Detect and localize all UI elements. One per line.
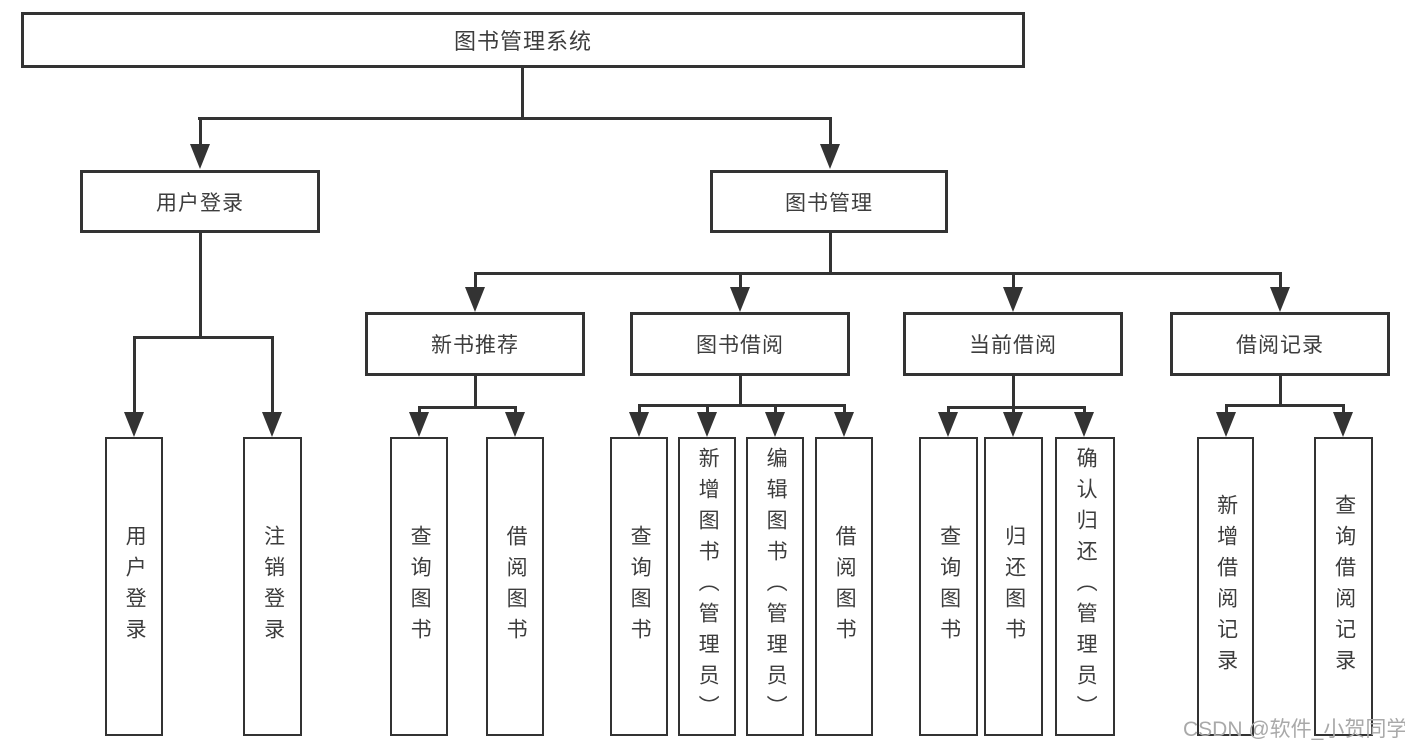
node-label: 图书借阅 [696,334,784,357]
node-book-management: 图书管理 [710,170,948,233]
arrowhead-down [505,412,525,437]
connector-line [133,336,274,339]
node-label: 图书管理 [785,191,873,215]
connector-line [739,376,742,407]
arrowhead-down [1270,287,1290,312]
leaf-borrow-edit-book-admin: 编辑图书（管理员） [746,437,804,736]
node-label: 借阅图书 [504,524,528,649]
connector-line [418,406,517,409]
arrowhead-down [190,144,210,169]
node-label: 查询借阅记录 [1332,493,1356,680]
connector-line [1279,376,1282,407]
connector-line [947,406,1085,409]
node-label: 查询图书 [937,524,961,649]
node-label: 借阅图书 [833,524,857,649]
csdn-watermark: CSDN @软件_小贺同学 [1183,718,1405,741]
arrowhead-down [730,287,750,312]
arrowhead-down [1216,412,1236,437]
connector-line [271,336,274,414]
node-label: 确认归还（管理员） [1074,447,1098,726]
arrowhead-down [938,412,958,437]
connector-line [1012,376,1015,409]
node-current-borrowing: 当前借阅 [903,312,1123,376]
connector-line [829,117,832,146]
node-label: 用户登录 [123,524,147,649]
connector-line [1012,272,1015,290]
node-label: 归还图书 [1002,524,1026,649]
connector-line [1342,404,1345,416]
connector-line [133,336,136,414]
connector-line [198,117,832,120]
node-library-management-system: 图书管理系统 [21,12,1025,68]
arrowhead-down [834,412,854,437]
leaf-borrow-borrow-book: 借阅图书 [815,437,873,736]
leaf-user-login: 用户登录 [105,437,163,736]
arrowhead-down [765,412,785,437]
connector-line [1225,404,1228,416]
arrowhead-down [1003,287,1023,312]
connector-line [1279,272,1282,290]
leaf-records-query-record: 查询借阅记录 [1314,437,1373,736]
connector-line [474,272,477,290]
node-label: 编辑图书（管理员） [764,447,788,726]
leaf-logout: 注销登录 [243,437,302,736]
connector-line [829,233,832,275]
connector-line [521,68,524,120]
leaf-borrow-query-book: 查询图书 [610,437,668,736]
arrowhead-down [697,412,717,437]
leaf-current-query-book: 查询图书 [919,437,978,736]
arrowhead-down [820,144,840,169]
connector-line [706,404,709,416]
arrowhead-down [262,412,282,437]
node-label: 当前借阅 [969,334,1057,357]
connector-line [843,404,846,416]
arrowhead-down [409,412,429,437]
arrowhead-down [1333,412,1353,437]
node-new-book-recommend: 新书推荐 [365,312,585,376]
leaf-records-add-record: 新增借阅记录 [1197,437,1254,736]
connector-line [774,404,777,416]
arrowhead-down [465,287,485,312]
connector-line [1083,406,1086,416]
connector-line [418,406,421,416]
node-book-borrowing: 图书借阅 [630,312,850,376]
connector-line [638,404,845,407]
connector-line [1225,404,1345,407]
connector-line [514,406,517,416]
node-label: 查询图书 [628,524,652,649]
leaf-current-return-book: 归还图书 [984,437,1043,736]
leaf-current-confirm-return-admin: 确认归还（管理员） [1055,437,1115,736]
arrowhead-down [629,412,649,437]
connector-line [638,404,641,416]
connector-line [1012,406,1015,416]
node-label: 借阅记录 [1236,334,1324,357]
node-label: 图书管理系统 [453,29,592,54]
arrowhead-down [1074,412,1094,437]
arrowhead-down [1003,412,1023,437]
node-label: 新增图书（管理员） [696,447,720,726]
node-label: 注销登录 [261,524,285,649]
connector-line [199,233,202,339]
connector-line [947,406,950,416]
node-user-login: 用户登录 [80,170,320,233]
node-label: 查询图书 [408,524,432,649]
leaf-borrow-add-book-admin: 新增图书（管理员） [678,437,736,736]
arrowhead-down [124,412,144,437]
node-label: 新书推荐 [431,334,519,357]
connector-line [474,376,477,409]
node-borrowing-records: 借阅记录 [1170,312,1390,376]
connector-line [474,272,1282,275]
leaf-rec-query-book: 查询图书 [390,437,448,736]
connector-line [739,272,742,290]
leaf-rec-borrow-book: 借阅图书 [486,437,544,736]
node-label: 新增借阅记录 [1214,493,1238,680]
connector-line [199,117,202,146]
node-label: 用户登录 [156,191,244,215]
